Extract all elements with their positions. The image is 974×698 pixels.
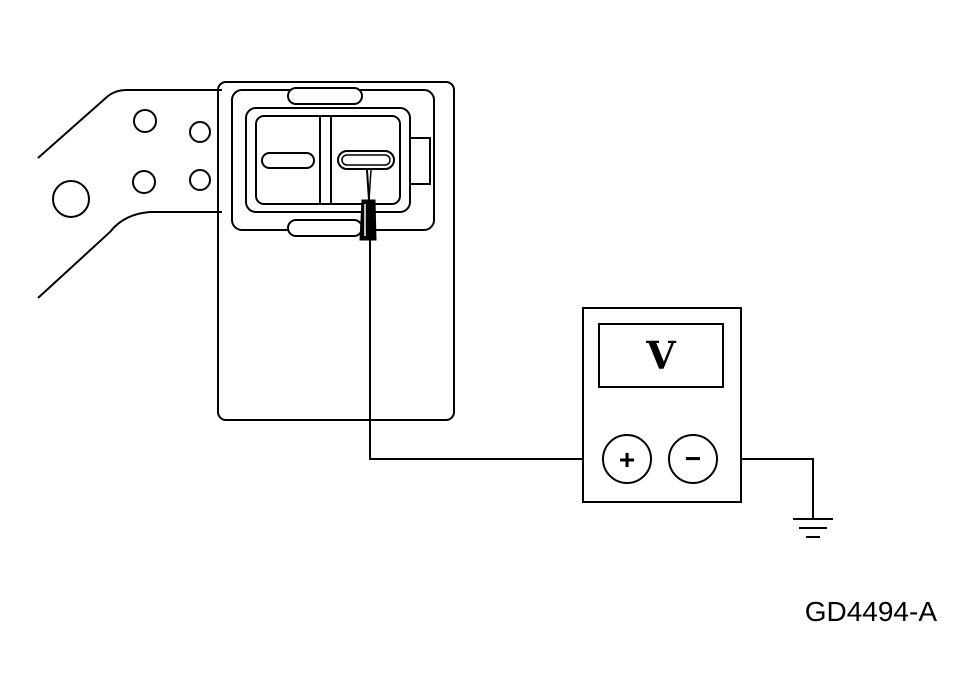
positive-terminal: [602, 434, 652, 484]
bracket-hole: [133, 109, 157, 133]
bracket-hole: [189, 121, 211, 143]
test-leads: [369, 240, 814, 518]
ground-icon: [793, 518, 833, 538]
module-housing: [217, 81, 455, 421]
connector-pin-1: [261, 152, 315, 169]
mounting-bracket: [37, 89, 222, 299]
bracket-hole: [189, 169, 211, 191]
negative-lead-wire: [716, 458, 814, 518]
connector-inner-shell: [255, 115, 401, 205]
back-probe: [359, 169, 377, 241]
bracket-hole-large: [52, 180, 90, 218]
voltmeter: V + −: [582, 307, 742, 503]
figure-code: GD4494-A: [805, 596, 938, 627]
negative-terminal-label: −: [685, 443, 701, 474]
voltmeter-symbol: V: [645, 333, 677, 378]
negative-terminal: [668, 434, 718, 484]
bracket-hole: [132, 170, 156, 194]
connector-outer-shell: [245, 107, 411, 213]
sensor-module: [217, 81, 455, 421]
connector-pin-2: [337, 150, 395, 170]
positive-lead-wire: [369, 240, 604, 460]
top-tab: [287, 87, 363, 105]
side-latch: [409, 137, 431, 185]
positive-terminal-label: +: [619, 444, 635, 475]
voltmeter-display: [598, 323, 724, 388]
electrical-connector: [245, 107, 411, 213]
bottom-tab: [287, 219, 363, 237]
